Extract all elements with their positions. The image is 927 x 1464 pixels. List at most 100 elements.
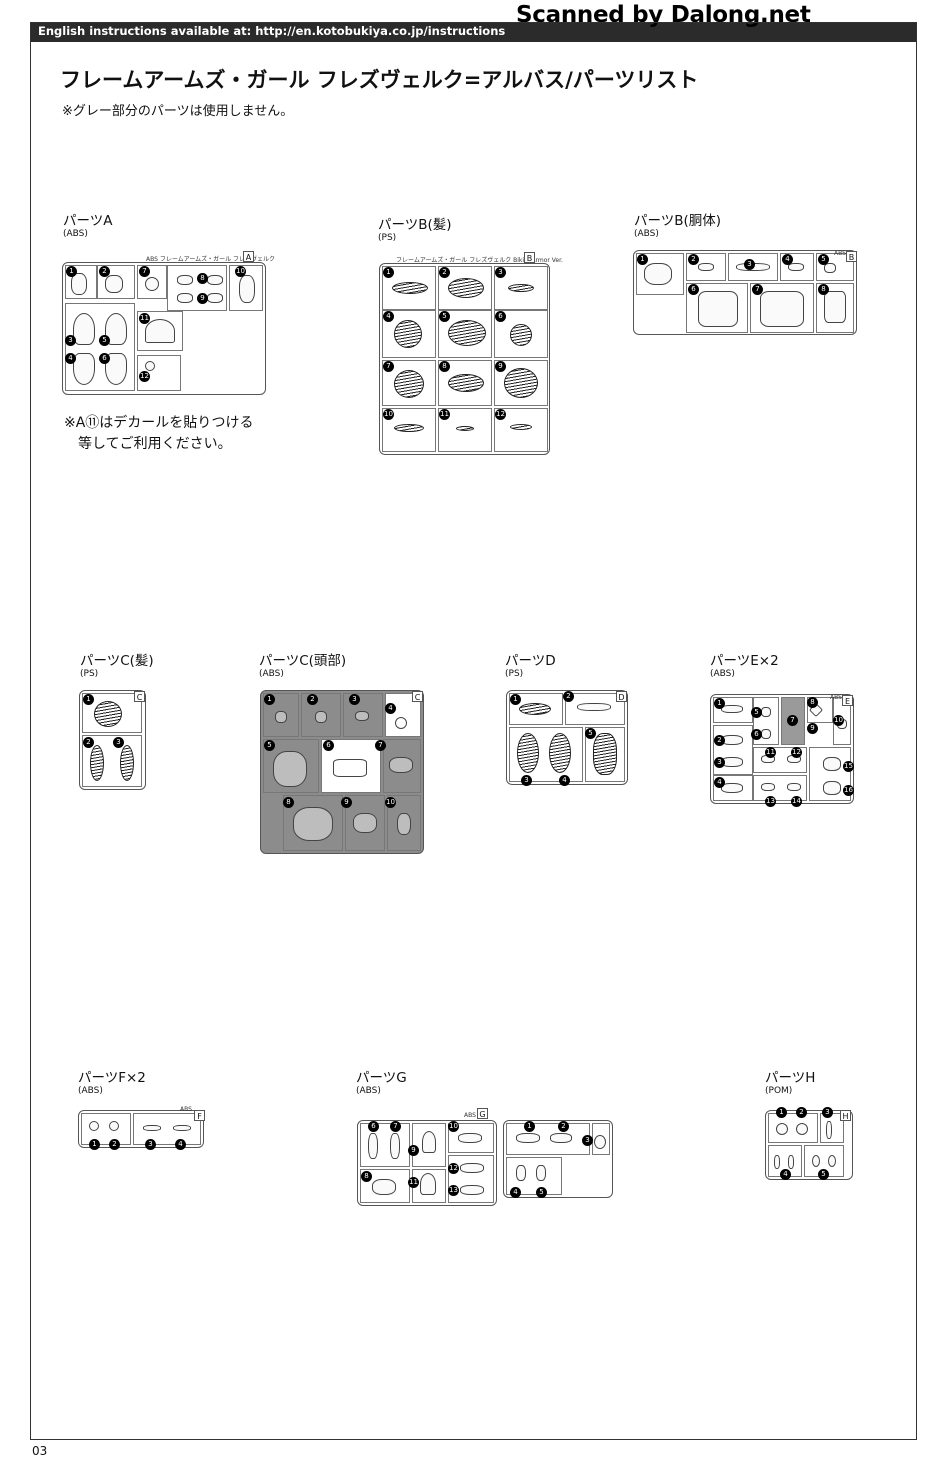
num-a1: 1 (66, 266, 77, 277)
runner-a-name: パーツA (63, 213, 113, 229)
part-cc10 (397, 813, 411, 835)
part-cc3 (355, 711, 369, 721)
runner-b-hair-tag: フレームアームズ・ガール フレズヴェルク Bikini Armor Ver. (396, 257, 563, 264)
gray-parts-note: ※グレー部分のパーツは使用しません。 (62, 104, 294, 119)
part-cc9 (353, 813, 377, 833)
num-a7: 7 (139, 266, 150, 277)
part-e14 (787, 783, 801, 791)
cell-d3-4 (509, 727, 583, 782)
cell-bb2 (686, 253, 726, 281)
num-e12: 12 (791, 747, 802, 758)
runner-b-hair: 1 2 3 4 5 6 7 8 9 10 11 12 (379, 263, 550, 455)
runner-e-label: パーツE×2 (ABS) (710, 654, 779, 680)
part-a3 (73, 313, 95, 345)
cell-b4 (382, 310, 436, 358)
cell-d5 (585, 727, 625, 782)
part-a9-left (177, 293, 193, 303)
runner-a: 1 2 7 8 9 10 3 5 4 6 11 12 (62, 262, 266, 395)
page-number: 03 (32, 1444, 48, 1458)
num-a8: 8 (197, 273, 208, 284)
num-g12: 12 (448, 1163, 459, 1174)
part-a10 (239, 275, 255, 303)
cell-b12 (494, 408, 548, 452)
cell-ch1 (82, 693, 142, 733)
num-e4: 4 (714, 777, 725, 788)
part-b12 (510, 424, 532, 430)
part-h5a (812, 1155, 820, 1167)
num-g4: 4 (510, 1187, 521, 1198)
runner-b-hair-letter: B (524, 252, 535, 263)
cell-e9 (807, 697, 833, 723)
num-f1: 1 (89, 1139, 100, 1150)
runner-f-mat-tag: ABS (180, 1106, 192, 1113)
cell-bb5 (816, 253, 854, 281)
runner-d-label: パーツD (PS) (505, 654, 556, 680)
num-b10: 10 (383, 409, 394, 420)
decal-note-line2: 等してご利用ください。 (78, 436, 232, 452)
num-b7: 7 (383, 361, 394, 372)
part-bb5 (824, 263, 836, 273)
cell-f1-2 (81, 1113, 131, 1145)
runner-b-body-letter: B (846, 251, 857, 262)
runner-b-hair-material: (PS) (378, 233, 397, 243)
runner-b-hair-label: パーツB(髪) (PS) (378, 218, 452, 244)
runner-b-hair-name: パーツB(髪) (378, 217, 452, 233)
runner-d-letter: D (616, 691, 627, 702)
instructions-url[interactable]: English instructions available at: http:… (38, 24, 506, 38)
cell-a11 (137, 311, 183, 351)
num-e10: 10 (833, 715, 844, 726)
cell-b9 (494, 360, 548, 406)
part-f3 (143, 1125, 161, 1131)
cell-bb7 (750, 283, 814, 333)
cell-e4 (713, 775, 753, 801)
cell-e15-16 (809, 747, 851, 801)
cell-cc1 (263, 693, 299, 737)
top-bar (30, 22, 917, 42)
num-a11: 11 (139, 313, 150, 324)
part-e6 (761, 729, 771, 739)
runner-h-label: パーツH (POM) (765, 1071, 815, 1097)
part-g10 (458, 1133, 482, 1143)
cell-g12-13 (448, 1155, 494, 1203)
cell-cc5 (263, 739, 319, 793)
num-cc8: 8 (283, 797, 294, 808)
part-g7 (390, 1133, 400, 1159)
page-frame (30, 22, 917, 1440)
num-bb1: 1 (637, 254, 648, 265)
num-g5: 5 (536, 1187, 547, 1198)
decal-note: ※A⑪はデカールを貼りつける 等してご利用ください。 (64, 413, 253, 455)
num-e15: 15 (843, 761, 854, 772)
cell-a10 (229, 265, 263, 311)
part-e13 (761, 783, 775, 791)
runner-g-mat-tag: ABS (464, 1112, 476, 1119)
cell-b7 (382, 360, 436, 406)
cell-bb6 (686, 283, 748, 333)
part-cc6 (333, 759, 367, 777)
num-d1: 1 (510, 694, 521, 705)
num-b9: 9 (495, 361, 506, 372)
part-a8-right (207, 275, 223, 285)
cell-b11 (438, 408, 492, 452)
part-bb2 (698, 263, 714, 271)
num-b5: 5 (439, 311, 450, 322)
runner-g-name: パーツG (356, 1070, 407, 1086)
runner-g-right: 1 2 3 4 5 (503, 1120, 613, 1198)
part-e1 (721, 705, 743, 713)
part-cc7 (389, 757, 413, 773)
num-a3: 3 (65, 335, 76, 346)
part-a5 (105, 313, 127, 345)
num-d3: 3 (521, 775, 532, 786)
runner-f-name: パーツF×2 (78, 1070, 146, 1086)
num-e14: 14 (791, 796, 802, 807)
num-h2: 2 (796, 1107, 807, 1118)
part-a2 (105, 275, 123, 293)
num-bb8: 8 (818, 284, 829, 295)
num-b3: 3 (495, 267, 506, 278)
runner-g-left: 6 7 9 10 8 11 12 13 (357, 1120, 497, 1206)
part-a8-left (177, 275, 193, 285)
num-g11: 11 (408, 1177, 419, 1188)
runner-c-head-material: (ABS) (259, 669, 284, 679)
num-h1: 1 (776, 1107, 787, 1118)
num-g1: 1 (524, 1121, 535, 1132)
num-g2: 2 (558, 1121, 569, 1132)
